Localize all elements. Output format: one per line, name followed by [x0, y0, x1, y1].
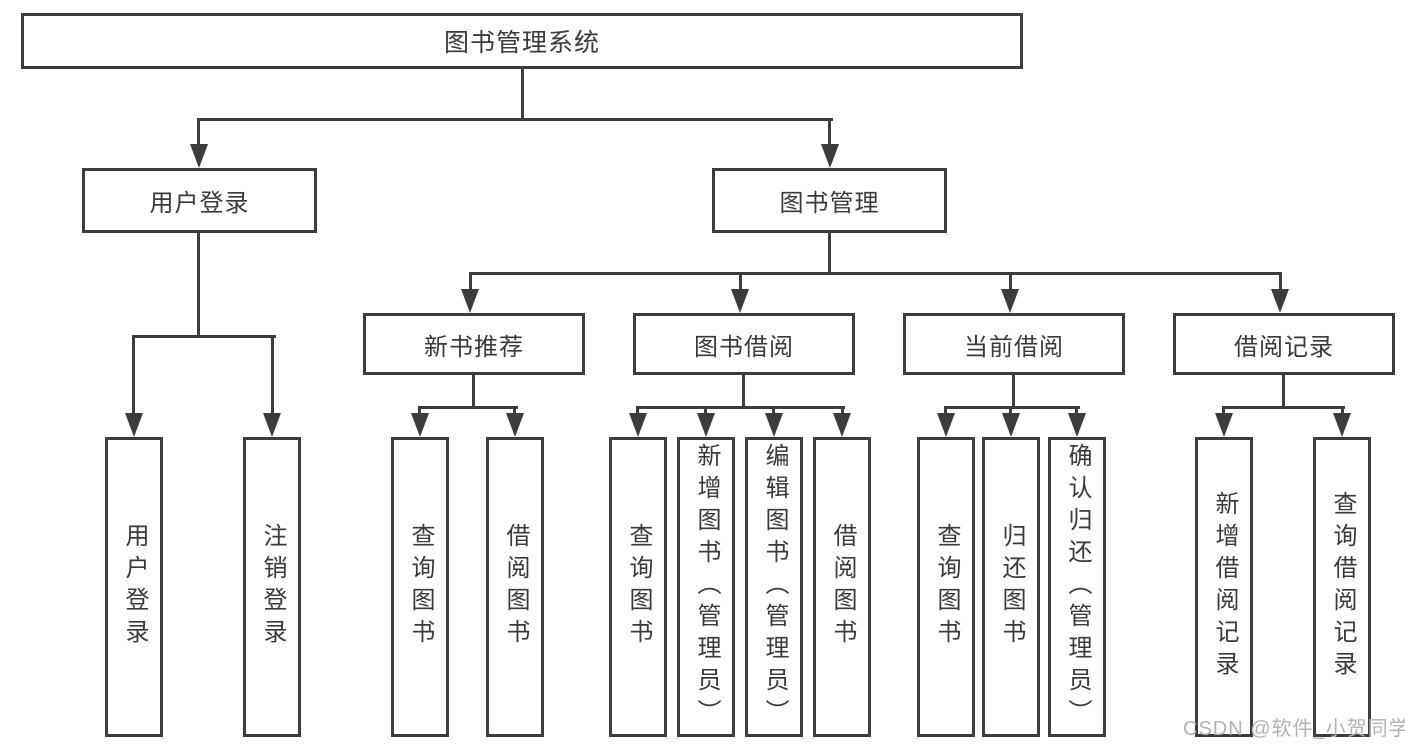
connector-line — [739, 272, 742, 292]
connector-line — [828, 118, 831, 146]
connector-line — [132, 335, 276, 338]
connector-line — [742, 375, 745, 408]
arrowhead-icon — [629, 413, 647, 437]
csdn-watermark: CSDN @软件_小贺同学 — [1183, 718, 1405, 740]
connector-line — [828, 233, 831, 275]
node-label: 用户登录 — [149, 190, 250, 217]
connector-line — [469, 272, 472, 292]
arrowhead-icon — [731, 289, 749, 313]
connector-line — [1009, 406, 1012, 416]
arrowhead-icon — [506, 413, 524, 437]
arrowhead-icon — [833, 413, 851, 437]
connector-line — [469, 272, 1282, 275]
connector-line — [944, 406, 947, 416]
connector-line — [1282, 375, 1285, 408]
node-label: 查询图书 — [625, 523, 652, 651]
connector-line — [1222, 406, 1225, 416]
arrowhead-icon — [125, 413, 143, 437]
arrowhead-icon — [461, 289, 479, 313]
connector-line — [1279, 272, 1282, 292]
connector-line — [197, 118, 200, 146]
connector-line — [1341, 406, 1344, 416]
node-label: 图书管理系统 — [443, 29, 600, 57]
node-label: 借阅图书 — [502, 523, 529, 651]
leaf-user-login: 用户登录 — [105, 437, 163, 737]
connector-line — [418, 406, 421, 416]
leaf-logout: 注销登录 — [243, 437, 301, 737]
connector-line — [1222, 406, 1345, 409]
arrowhead-icon — [1271, 289, 1289, 313]
connector-line — [418, 406, 518, 409]
node-label: 借阅记录 — [1234, 333, 1334, 361]
node-label: 注销登录 — [259, 523, 286, 651]
node-label: 新增借阅记录 — [1211, 491, 1238, 683]
arrowhead-icon — [765, 413, 783, 437]
node-library-management-system: 图书管理系统 — [21, 13, 1023, 69]
leaf-confirm-return-admin: 确认归还（管理员） — [1048, 437, 1106, 737]
connector-line — [1009, 272, 1012, 292]
leaf-query-books-borrow: 查询图书 — [609, 437, 667, 737]
connector-line — [197, 118, 833, 121]
node-label: 归还图书 — [998, 523, 1025, 651]
connector-line — [772, 406, 775, 416]
arrowhead-icon — [937, 413, 955, 437]
connector-line — [1012, 375, 1015, 408]
node-new-book-recommendation: 新书推荐 — [363, 313, 585, 375]
leaf-add-books-admin: 新增图书（管理员） — [677, 437, 735, 737]
arrowhead-icon — [411, 413, 429, 437]
leaf-borrow-books: 借阅图书 — [813, 437, 871, 737]
node-label: 用户登录 — [121, 523, 148, 651]
node-user-login: 用户登录 — [82, 168, 317, 233]
node-book-borrowing: 图书借阅 — [633, 313, 855, 375]
leaf-query-borrow-record: 查询借阅记录 — [1313, 437, 1371, 737]
connector-line — [841, 406, 844, 416]
arrowhead-icon — [1215, 413, 1233, 437]
arrowhead-icon — [697, 413, 715, 437]
connector-line — [513, 406, 516, 416]
arrowhead-icon — [263, 413, 281, 437]
leaf-return-books: 归还图书 — [982, 437, 1040, 737]
node-label: 编辑图书（管理员） — [761, 443, 788, 731]
leaf-query-books-current: 查询图书 — [917, 437, 975, 737]
leaf-add-borrow-record: 新增借阅记录 — [1195, 437, 1253, 737]
connector-line — [197, 233, 200, 337]
node-label: 查询借阅记录 — [1329, 491, 1356, 683]
node-label: 查询图书 — [407, 523, 434, 651]
arrowhead-icon — [1333, 413, 1351, 437]
connector-line — [271, 335, 274, 413]
connector-line — [521, 68, 524, 119]
connector-line — [944, 406, 1080, 409]
node-borrowing-records: 借阅记录 — [1173, 313, 1395, 375]
arrowhead-icon — [1001, 289, 1019, 313]
node-label: 当前借阅 — [964, 333, 1064, 361]
node-current-borrowing: 当前借阅 — [903, 313, 1125, 375]
connector-line — [1075, 406, 1078, 416]
node-label: 确认归还（管理员） — [1064, 443, 1091, 731]
connector-line — [636, 406, 845, 409]
node-label: 图书借阅 — [694, 333, 794, 361]
leaf-borrow-books-recommend: 借阅图书 — [486, 437, 544, 737]
connector-line — [704, 406, 707, 416]
leaf-query-books-recommend: 查询图书 — [391, 437, 449, 737]
arrowhead-icon — [1068, 413, 1086, 437]
leaf-edit-books-admin: 编辑图书（管理员） — [745, 437, 803, 737]
arrowhead-icon — [190, 144, 208, 168]
connector-line — [636, 406, 639, 416]
node-book-management: 图书管理 — [712, 168, 947, 233]
node-label: 新书推荐 — [424, 333, 524, 361]
arrowhead-icon — [1002, 413, 1020, 437]
node-label: 图书管理 — [779, 190, 880, 217]
arrowhead-icon — [821, 144, 839, 168]
connector-line — [132, 335, 135, 413]
node-label: 查询图书 — [933, 523, 960, 651]
connector-line — [472, 375, 475, 408]
node-label: 新增图书（管理员） — [693, 443, 720, 731]
node-label: 借阅图书 — [829, 523, 856, 651]
